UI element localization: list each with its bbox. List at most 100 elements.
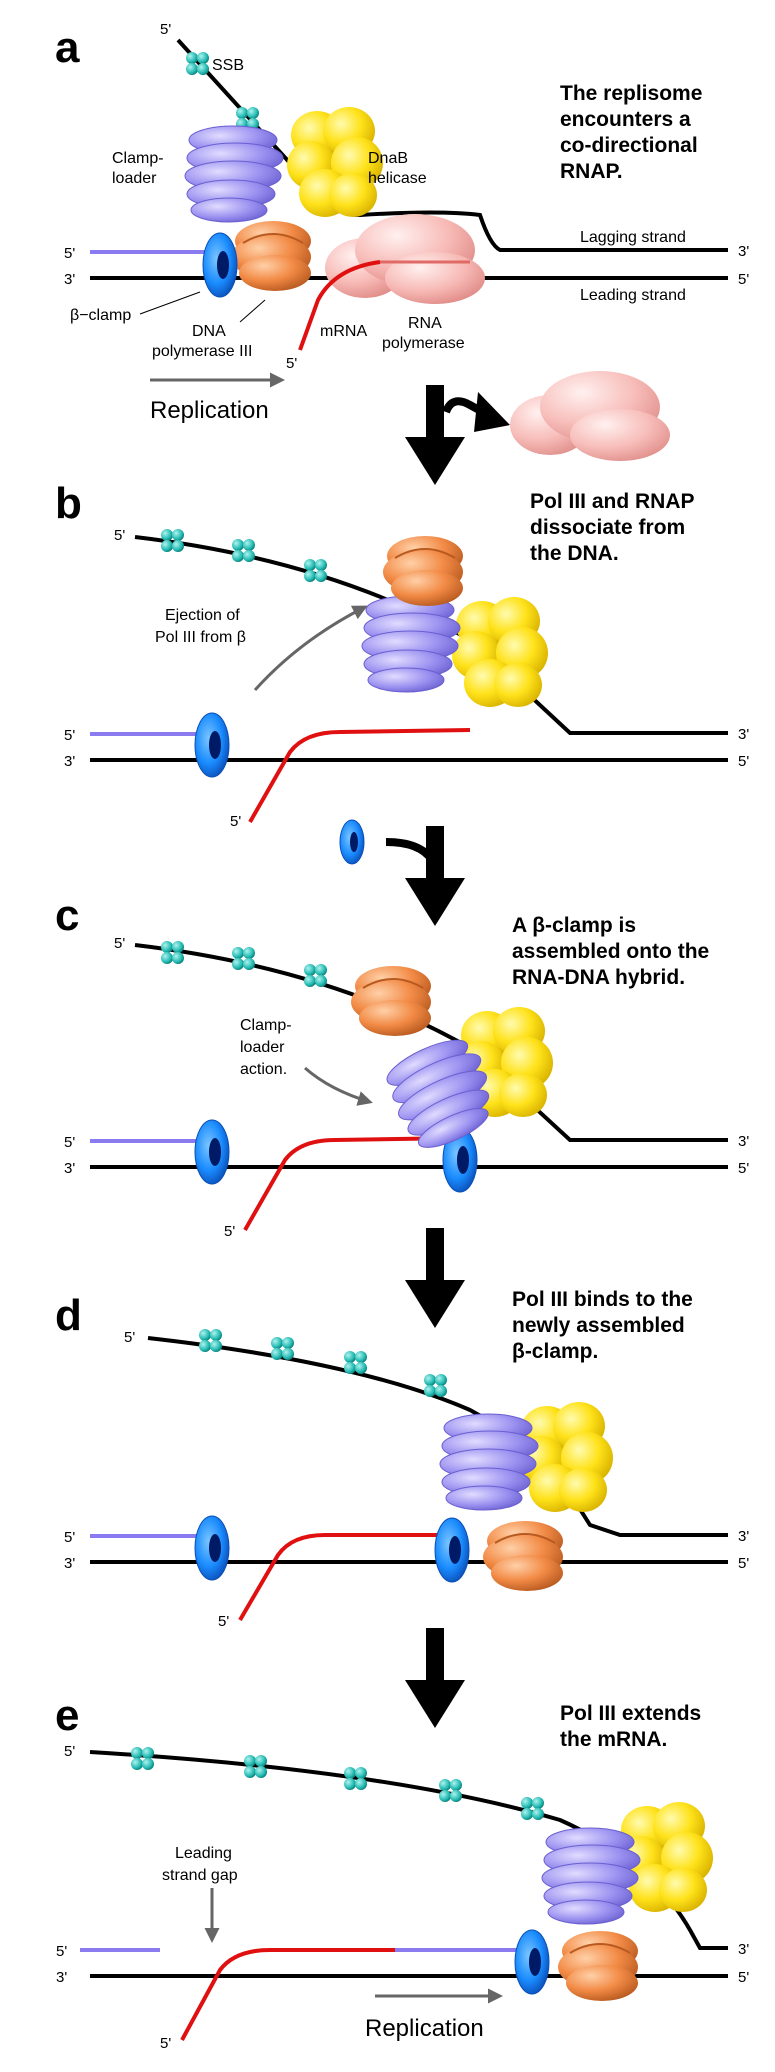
panel-letter: c xyxy=(55,891,79,940)
three-prime-end: 3' xyxy=(64,1160,75,1177)
rna-polymerase xyxy=(325,214,485,304)
three-prime-end: 3' xyxy=(738,1133,749,1150)
panel-b: b Pol III and RNAP dissociate from the D… xyxy=(55,479,749,830)
beta-clamp xyxy=(194,712,230,778)
five-prime-end: 5' xyxy=(64,1529,75,1546)
five-prime-end: 5' xyxy=(218,1613,229,1630)
five-prime-end: 5' xyxy=(64,727,75,744)
beta-clamp xyxy=(434,1517,470,1583)
panel-d: d Pol III binds to the newly assembled β… xyxy=(55,1288,749,1630)
leading-strand-label: Leading strand xyxy=(580,287,686,304)
panel-caption: Pol III extends the mRNA. xyxy=(560,1702,707,1751)
mrna-strand xyxy=(180,1948,395,2041)
ssb-protein xyxy=(199,1329,222,1352)
three-prime-end: 3' xyxy=(64,271,75,288)
five-prime-end: 5' xyxy=(738,753,749,770)
beta-clamp xyxy=(514,1929,550,1995)
pointer-line xyxy=(139,291,201,315)
five-prime-end: 5' xyxy=(160,2035,171,2052)
five-prime-end: 5' xyxy=(224,1223,235,1240)
dna-polymerase-iii xyxy=(482,1520,564,1592)
panel-caption: The replisome encounters a co-directiona… xyxy=(560,82,708,183)
dissociation-arrow xyxy=(442,397,492,420)
three-prime-end: 3' xyxy=(738,1941,749,1958)
mrna-strand xyxy=(298,260,381,351)
beta-clamp xyxy=(194,1515,230,1581)
step-arrow xyxy=(405,1628,465,1728)
five-prime-end: 5' xyxy=(738,1969,749,1986)
ssb-protein xyxy=(344,1351,367,1374)
panel-letter: a xyxy=(55,23,80,72)
dnab-helicase xyxy=(452,597,548,707)
free-beta-clamp xyxy=(339,819,365,865)
panel-caption: Pol III and RNAP dissociate from the DNA… xyxy=(530,490,700,565)
lagging-strand-template xyxy=(147,1336,728,1537)
clamp-loader-action-label: Clamp- loader action. xyxy=(240,1017,296,1078)
five-prime-end: 5' xyxy=(738,1555,749,1572)
clamp-loader-label: Clamp- loader xyxy=(112,150,168,187)
clamp-loader xyxy=(361,595,461,693)
step-arrow xyxy=(405,1228,465,1328)
five-prime-end: 5' xyxy=(230,813,241,830)
panel-letter: e xyxy=(55,1691,79,1740)
panel-caption: A β-clamp is assembled onto the RNA-DNA … xyxy=(512,914,715,989)
beta-clamp xyxy=(194,1119,230,1185)
three-prime-end: 3' xyxy=(64,1555,75,1572)
five-prime-end: 5' xyxy=(64,1134,75,1151)
three-prime-end: 3' xyxy=(738,1528,749,1545)
ejection-arrow xyxy=(253,605,368,692)
clamp-delivery-arrow xyxy=(385,838,436,863)
five-prime-end: 5' xyxy=(64,1743,75,1760)
beta-clamp xyxy=(202,232,238,298)
five-prime-end: 5' xyxy=(286,355,297,372)
ssb-protein xyxy=(232,947,255,970)
ssb-protein xyxy=(232,539,255,562)
dna-polymerase-iii xyxy=(382,535,464,607)
clamp-loader xyxy=(439,1413,539,1511)
clamp-loader xyxy=(184,125,284,223)
replication-label: Replication xyxy=(365,2015,484,2042)
ejection-label: Ejection of Pol III from β xyxy=(155,607,246,646)
five-prime-end: 5' xyxy=(114,527,125,544)
mrna-label: mRNA xyxy=(320,323,367,340)
three-prime-end: 3' xyxy=(738,243,749,260)
mrna-strand xyxy=(238,1533,450,1622)
three-prime-end: 3' xyxy=(56,1969,67,1986)
replication-label: Replication xyxy=(150,397,269,424)
three-prime-end: 3' xyxy=(738,726,749,743)
panel-letter: b xyxy=(55,479,82,528)
released-rna-polymerase xyxy=(510,371,670,461)
clamp-loader xyxy=(541,1827,641,1925)
ssb-protein xyxy=(131,1747,154,1770)
clamp-loader-action-arrow xyxy=(304,1066,373,1106)
panel-e: e Pol III extends the mRNA. 5' 3' 5' 3' … xyxy=(55,1691,749,2052)
five-prime-end: 5' xyxy=(124,1329,135,1346)
mrna-strand xyxy=(248,728,471,823)
dna-polymerase-iii xyxy=(557,1930,639,2002)
pointer-line xyxy=(239,299,266,323)
three-prime-end: 3' xyxy=(64,753,75,770)
panel-letter: d xyxy=(55,1291,82,1340)
dnab-helicase-label: DnaB helicase xyxy=(368,150,427,187)
dna-polymerase-iii xyxy=(230,220,312,292)
ssb-protein xyxy=(424,1374,447,1397)
panel-caption: Pol III binds to the newly assembled β-c… xyxy=(512,1288,699,1363)
dna-polymerase-label: DNA polymerase III xyxy=(152,323,252,360)
step-arrow xyxy=(405,826,465,926)
dissociation-arrowhead xyxy=(474,392,510,432)
lagging-strand-label: Lagging strand xyxy=(580,229,686,246)
five-prime-end: 5' xyxy=(114,935,125,952)
beta-clamp-label: β−clamp xyxy=(70,307,131,324)
dna-polymerase-iii xyxy=(350,965,432,1037)
five-prime-end: 5' xyxy=(160,21,171,38)
five-prime-end: 5' xyxy=(738,271,749,288)
ssb-label: SSB xyxy=(212,57,244,74)
five-prime-end: 5' xyxy=(64,245,75,262)
leading-strand-gap-label: Leading strand gap xyxy=(162,1845,238,1884)
mrna-strand xyxy=(243,1136,463,1231)
five-prime-end: 5' xyxy=(738,1160,749,1177)
panel-c: c A β-clamp is assembled onto the RNA-DN… xyxy=(55,891,749,1240)
five-prime-end: 5' xyxy=(56,1943,67,1960)
rna-polymerase-label: RNA polymerase xyxy=(382,315,465,352)
